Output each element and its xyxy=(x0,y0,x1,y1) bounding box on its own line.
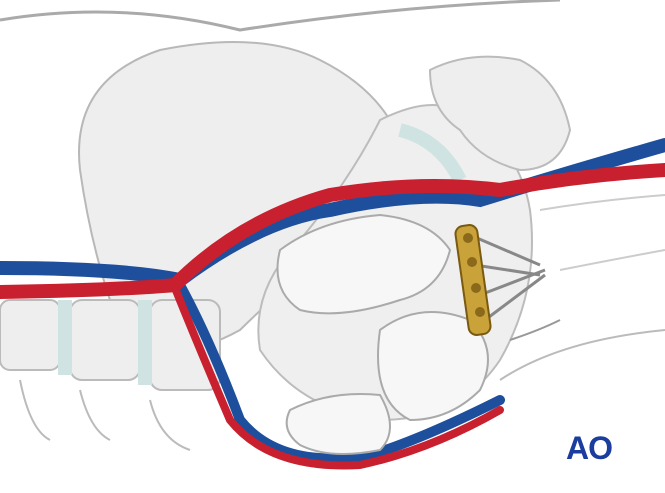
femur-bone xyxy=(428,55,572,172)
thigh-outline xyxy=(539,194,665,271)
fixation-plate xyxy=(454,224,546,336)
body-outline-lower xyxy=(499,329,665,381)
pelvic-rim xyxy=(509,319,561,341)
fracture-fragments xyxy=(276,213,489,455)
ao-logo: AO xyxy=(566,430,613,466)
arteries xyxy=(0,163,665,470)
joint-cartilage xyxy=(398,123,467,184)
intervertebral-discs xyxy=(58,300,152,385)
body-outline xyxy=(0,0,561,32)
